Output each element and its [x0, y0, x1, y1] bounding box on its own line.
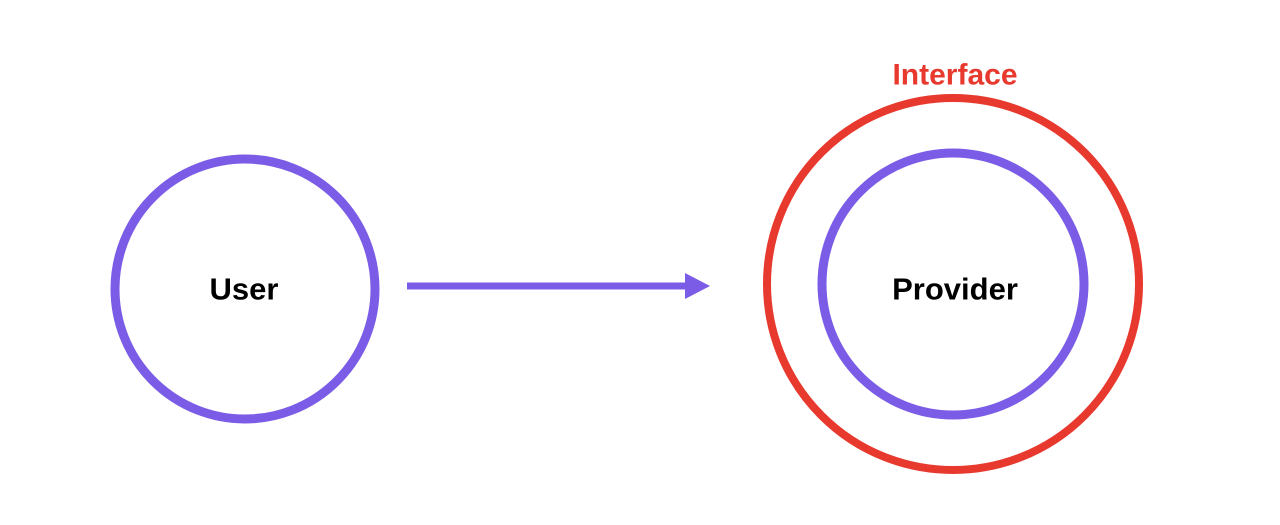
arrow-head: [685, 273, 710, 299]
provider-node: Provider: [817, 148, 1089, 420]
user-label: User: [210, 272, 279, 307]
request-arrow: [407, 273, 710, 299]
user-node: User: [110, 154, 380, 424]
interface-circle: [763, 94, 1143, 474]
user-circle: [110, 154, 380, 424]
interface-boundary: Interface: [763, 59, 1143, 474]
provider-label: Provider: [892, 272, 1018, 307]
interface-label: Interface: [892, 59, 1017, 92]
provider-circle: [817, 148, 1089, 420]
